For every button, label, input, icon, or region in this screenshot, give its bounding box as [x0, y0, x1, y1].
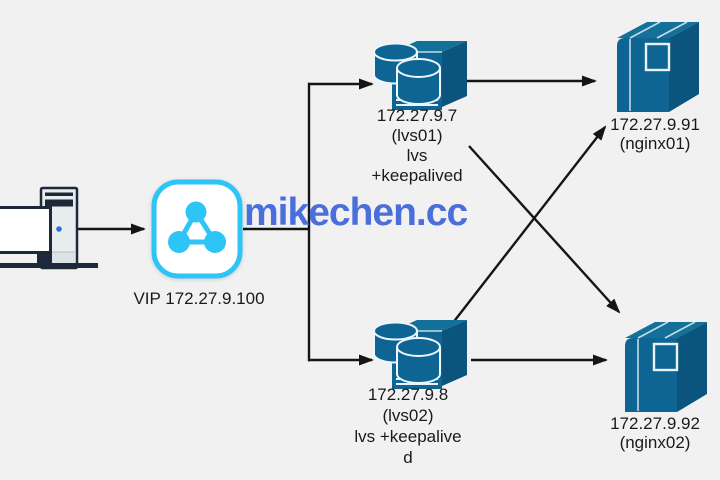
nginx02-label: 172.27.9.92 (nginx02) — [610, 414, 700, 452]
lvs01-name: (lvs01) — [391, 126, 443, 145]
vip-load-balancer-icon — [151, 179, 243, 279]
edge-lvs02-to-nginx01 — [451, 125, 607, 325]
lvs02-role-line2: d — [403, 448, 413, 467]
edge-lvs01-to-nginx02 — [468, 145, 621, 314]
nginx01-label: 172.27.9.91 (nginx01) — [610, 115, 700, 153]
lvs02-role-line1: lvs +keepalive — [354, 427, 462, 446]
lvs02-name: (lvs02) — [382, 406, 434, 425]
lvs02-label: 172.27.9.8 (lvs02) lvs +keepalive d — [354, 384, 461, 468]
client-computer-icon — [0, 186, 98, 270]
watermark: mikechen.cc — [244, 191, 468, 234]
nginx01-ip: 172.27.9.91 — [610, 115, 700, 134]
nginx02-ip: 172.27.9.92 — [610, 414, 700, 433]
lvs02-ip: 172.27.9.8 — [367, 385, 449, 404]
lvs01-label: 172.27.9.7 (lvs01) lvs +keepalived — [371, 106, 462, 186]
lvs01-role-line1: lvs — [406, 146, 428, 165]
nginx01-name: (nginx01) — [619, 134, 691, 153]
nginx02-name: (nginx02) — [619, 433, 691, 452]
lvs01-server-icon — [373, 41, 467, 110]
lvs01-role-line2: +keepalived — [371, 166, 463, 185]
nginx01-server-icon — [617, 21, 699, 112]
vip-label: VIP 172.27.9.100 — [133, 289, 265, 308]
lvs02-server-icon — [373, 320, 467, 389]
nginx02-server-icon — [625, 321, 707, 412]
lvs01-ip: 172.27.9.7 — [376, 106, 458, 125]
